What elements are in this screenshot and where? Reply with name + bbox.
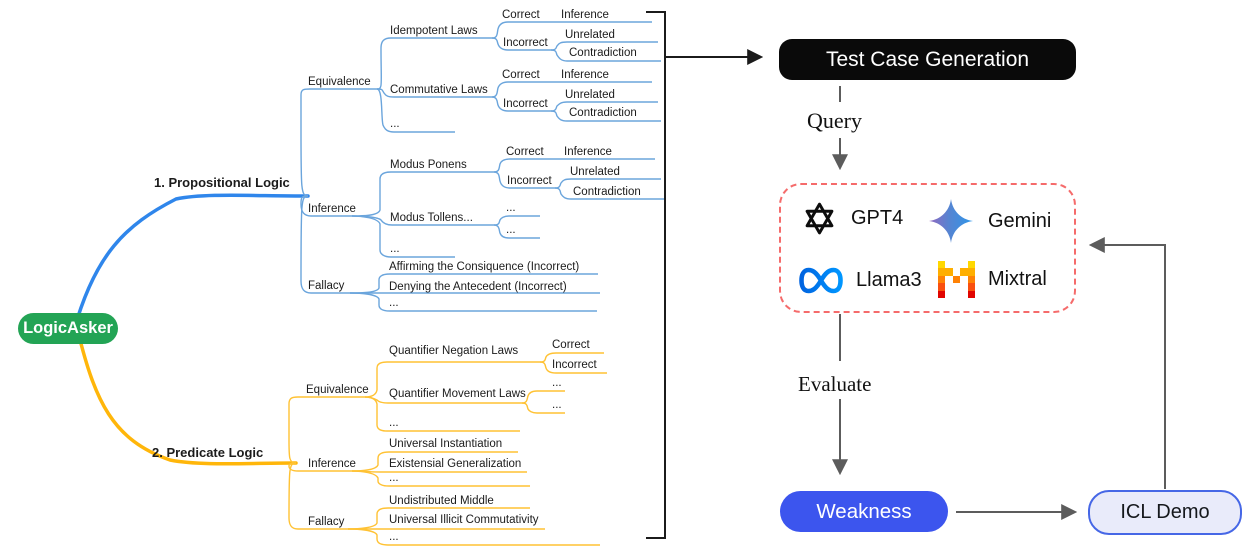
evaluate-label: Evaluate bbox=[798, 372, 872, 396]
node-correct: Correct bbox=[506, 146, 544, 158]
node-quantifier-movement-laws: Quantifier Movement Laws bbox=[389, 388, 526, 400]
node-ellipsis: ... bbox=[389, 472, 399, 484]
node-equivalence: Equivalence bbox=[306, 384, 369, 396]
node-affirming-consequence: Affirming the Consiquence (Incorrect) bbox=[389, 261, 580, 273]
branch-propositional-logic: 1. Propositional Logic bbox=[154, 175, 290, 190]
branch-predicate-logic: 2. Predicate Logic bbox=[152, 445, 264, 460]
node-ellipsis: ... bbox=[389, 531, 399, 543]
node-unrelated: Unrelated bbox=[565, 89, 615, 101]
query-label: Query bbox=[807, 108, 862, 133]
node-ellipsis: ... bbox=[390, 118, 400, 130]
model-mixtral: Mixtral bbox=[938, 261, 1047, 298]
openai-logo-icon bbox=[805, 202, 834, 235]
node-correct: Correct bbox=[552, 339, 590, 351]
node-ellipsis: ... bbox=[390, 243, 400, 255]
node-incorrect: Incorrect bbox=[503, 98, 548, 110]
node-universal-illicit-commutativity: Universal Illicit Commutativity bbox=[389, 514, 539, 526]
node-quantifier-negation-laws: Quantifier Negation Laws bbox=[389, 345, 519, 357]
node-incorrect: Incorrect bbox=[552, 359, 597, 371]
node-correct: Correct bbox=[502, 69, 540, 81]
llm-models-box: GPT4 Gemini Llam bbox=[779, 183, 1076, 313]
node-idempotent-laws: Idempotent Laws bbox=[390, 25, 478, 37]
node-incorrect: Incorrect bbox=[507, 175, 552, 187]
node-modus-tollens: Modus Tollens... bbox=[390, 212, 473, 224]
node-inference-leaf: Inference bbox=[561, 9, 609, 21]
node-incorrect: Incorrect bbox=[503, 37, 548, 49]
model-gemini: Gemini bbox=[927, 197, 1051, 245]
node-ellipsis: ... bbox=[506, 202, 516, 214]
model-gpt4: GPT4 bbox=[801, 200, 903, 237]
node-correct: Correct bbox=[502, 9, 540, 21]
node-existential-generalization: Existensial Generalization bbox=[389, 458, 522, 470]
node-equivalence: Equivalence bbox=[308, 76, 371, 88]
mistral-logo-icon bbox=[938, 261, 975, 298]
icl-demo-box: ICL Demo bbox=[1088, 490, 1242, 535]
model-name: Llama3 bbox=[856, 269, 922, 291]
node-ellipsis: ... bbox=[552, 399, 562, 411]
node-fallacy-category: Fallacy bbox=[308, 280, 345, 292]
node-inference-category: Inference bbox=[308, 458, 356, 470]
node-contradiction: Contradiction bbox=[573, 186, 641, 198]
node-contradiction: Contradiction bbox=[569, 107, 637, 119]
node-undistributed-middle: Undistributed Middle bbox=[389, 495, 494, 507]
node-unrelated: Unrelated bbox=[565, 29, 615, 41]
collector-bracket bbox=[646, 11, 764, 539]
node-universal-instantiation: Universal Instantiation bbox=[389, 438, 503, 450]
node-contradiction: Contradiction bbox=[569, 47, 637, 59]
node-commutative-laws: Commutative Laws bbox=[390, 84, 488, 96]
node-denying-antecedent: Denying the Antecedent (Incorrect) bbox=[389, 281, 567, 293]
model-name: Gemini bbox=[988, 209, 1052, 232]
node-fallacy-category: Fallacy bbox=[308, 516, 345, 528]
node-inference-leaf: Inference bbox=[561, 69, 609, 81]
node-ellipsis: ... bbox=[552, 377, 562, 389]
node-ellipsis: ... bbox=[506, 224, 516, 236]
model-name: GPT4 bbox=[851, 207, 904, 229]
node-unrelated: Unrelated bbox=[570, 166, 620, 178]
test-case-generation-box: Test Case Generation bbox=[779, 39, 1076, 80]
gemini-logo-icon bbox=[929, 199, 973, 243]
model-llama3: Llama3 bbox=[799, 265, 922, 296]
meta-logo-icon bbox=[799, 267, 843, 294]
node-inference-leaf: Inference bbox=[564, 146, 612, 158]
node-modus-ponens: Modus Ponens bbox=[390, 159, 467, 171]
node-inference-category: Inference bbox=[308, 203, 356, 215]
model-name: Mixtral bbox=[987, 267, 1047, 290]
node-ellipsis: ... bbox=[389, 297, 399, 309]
node-ellipsis: ... bbox=[389, 417, 399, 429]
weakness-box: Weakness bbox=[780, 491, 948, 532]
root-node-logicasker: LogicAsker bbox=[18, 313, 118, 344]
